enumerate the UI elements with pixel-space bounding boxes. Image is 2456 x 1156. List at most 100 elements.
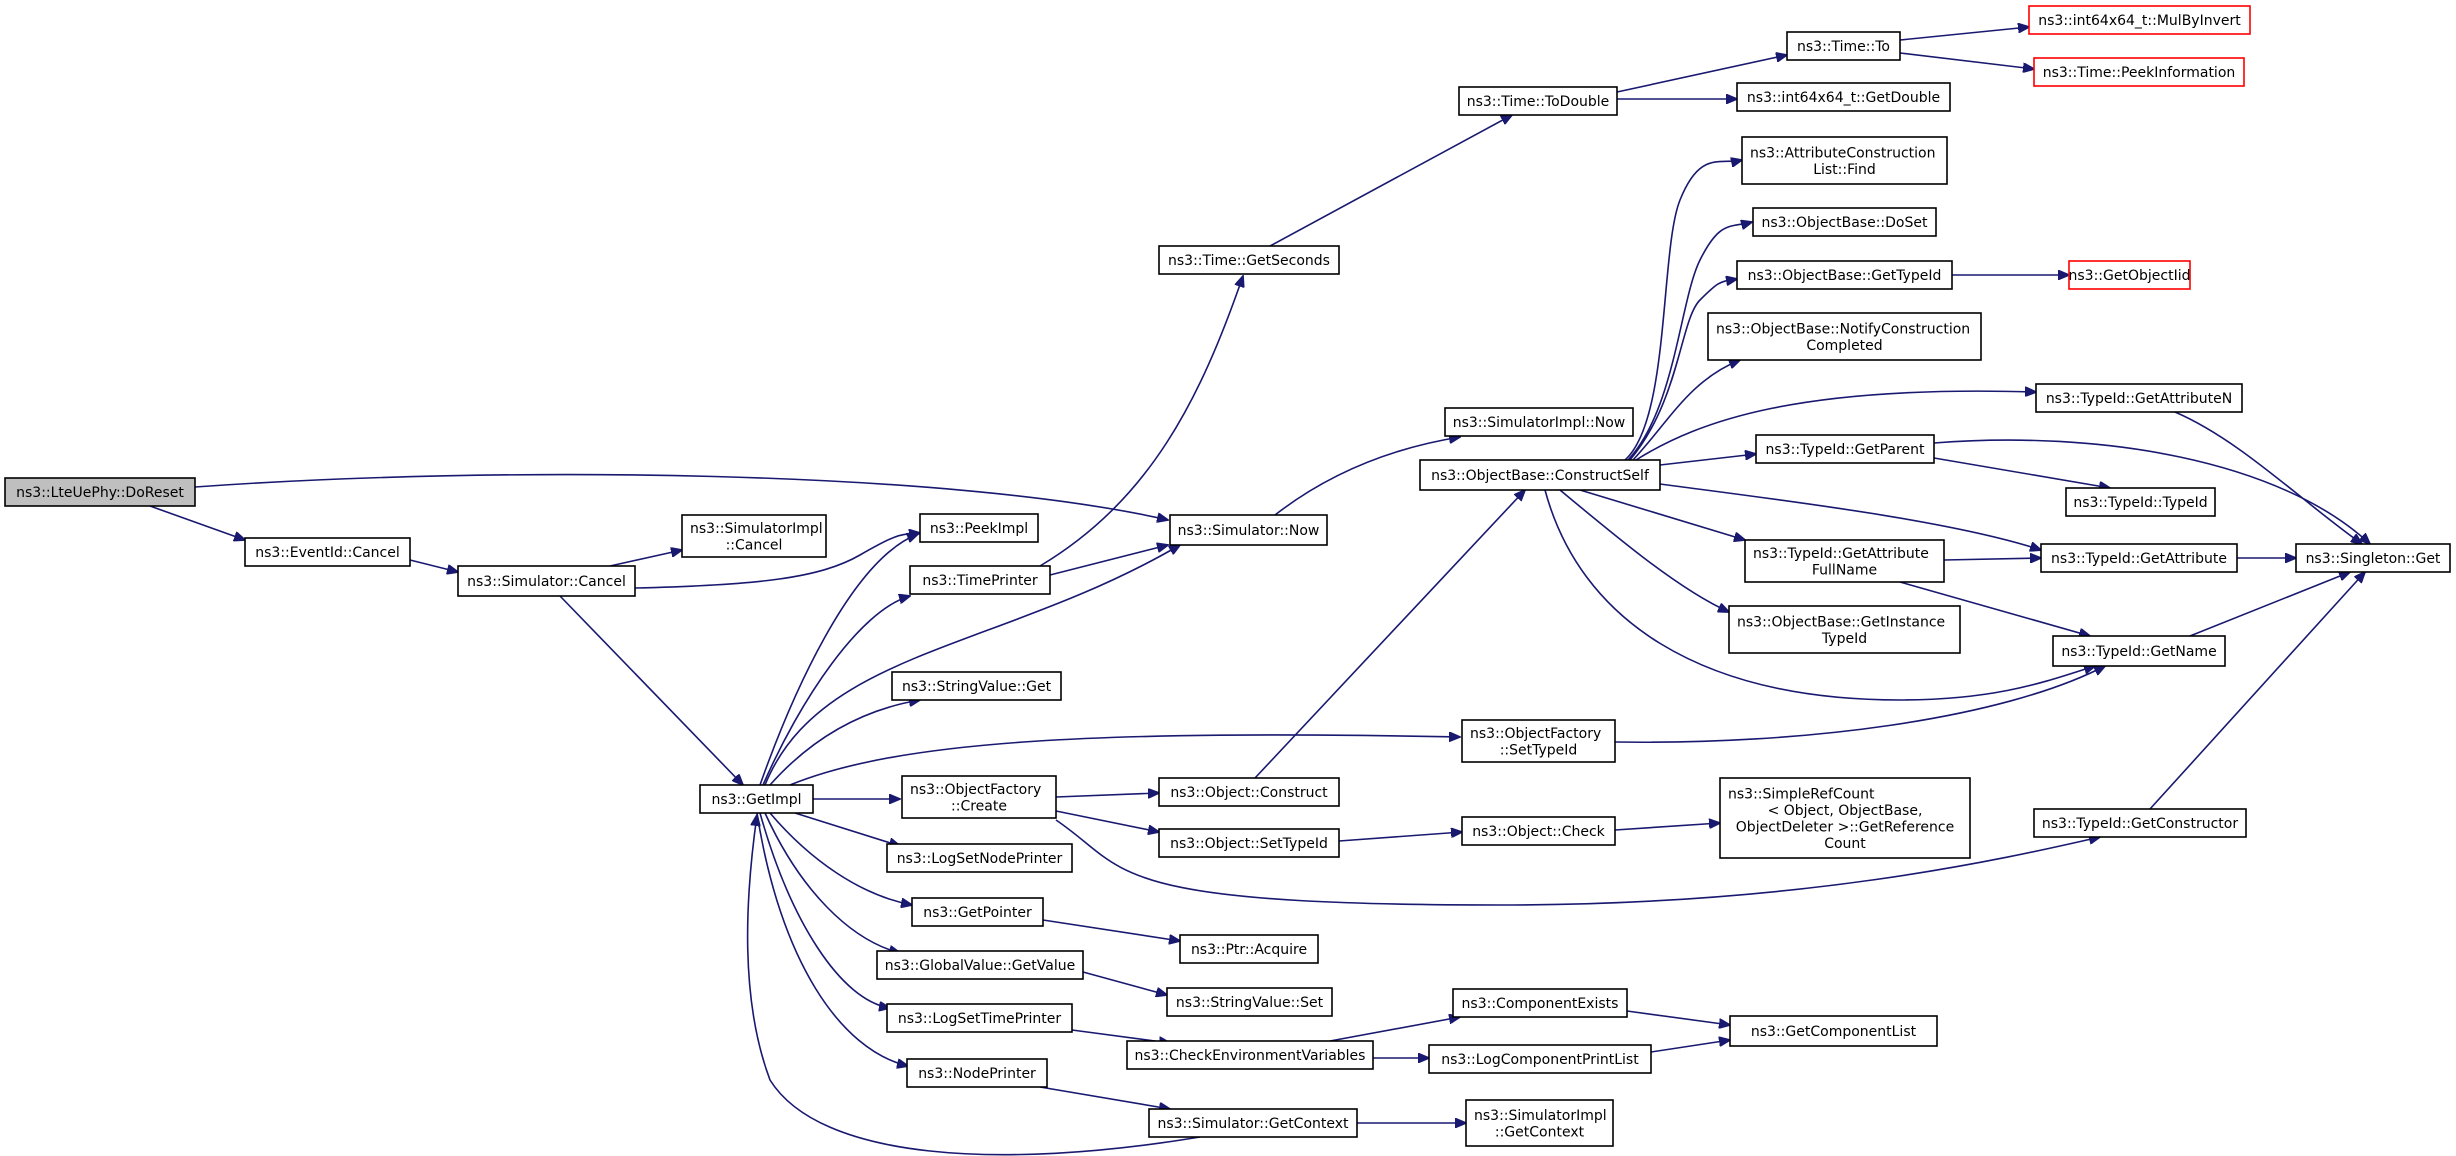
- node-simimpl-cancel[interactable]: ns3::SimulatorImpl::Cancel: [681, 514, 827, 558]
- node-mulbyinvert[interactable]: ns3::int64x64_t::MulByInvert: [2028, 5, 2251, 35]
- node-box: [1179, 934, 1319, 964]
- edge-arrow: [1269, 115, 1512, 247]
- node-box: [1452, 988, 1628, 1018]
- node-globalvalue-getvalue[interactable]: ns3::GlobalValue::GetValue: [876, 950, 1084, 980]
- node-typeid-getparent[interactable]: ns3::TypeId::GetParent: [1755, 434, 1935, 464]
- edge-arrow: [1933, 439, 2370, 544]
- node-peekinformation[interactable]: ns3::Time::PeekInformation: [2033, 57, 2245, 87]
- node-box: [1169, 514, 1328, 546]
- node-box: [2033, 57, 2245, 87]
- node-nodeprinter[interactable]: ns3::NodePrinter: [906, 1058, 1048, 1088]
- node-label: ns3::Object::Check: [1472, 824, 1605, 840]
- edge-arrow: [559, 595, 743, 785]
- edge-arrow: [759, 812, 890, 1008]
- edge-object_check-to-simplerefcount: [1614, 823, 1720, 831]
- node-box: [1728, 605, 1961, 654]
- node-objbase-gettypeid[interactable]: ns3::ObjectBase::GetTypeId: [1736, 260, 1953, 290]
- node-componentexists[interactable]: ns3::ComponentExists: [1452, 988, 1628, 1018]
- node-ptr-acquire[interactable]: ns3::Ptr::Acquire: [1179, 934, 1319, 964]
- node-label: ns3::LteUePhy::DoReset: [16, 485, 184, 501]
- node-getdouble[interactable]: ns3::int64x64_t::GetDouble: [1736, 82, 1951, 112]
- edge-arrow: [1943, 558, 2041, 560]
- node-objfactory-create[interactable]: ns3::ObjectFactory::Create: [901, 775, 1057, 819]
- node-box: [1786, 31, 1901, 61]
- node-logcomponentprintlist[interactable]: ns3::LogComponentPrintList: [1428, 1044, 1652, 1074]
- node-singleton-get[interactable]: ns3::Singleton::Get: [2295, 543, 2451, 573]
- node-sim-cancel[interactable]: ns3::Simulator::Cancel: [457, 565, 636, 597]
- node-logsettimeprinter[interactable]: ns3::LogSetTimePrinter: [886, 1003, 1073, 1033]
- edge-arrow: [759, 534, 918, 786]
- node-peekimpl[interactable]: ns3::PeekImpl: [919, 513, 1039, 543]
- edge-time_to-to-peekinformation: [1899, 52, 2034, 69]
- node-getpointer[interactable]: ns3::GetPointer: [911, 897, 1044, 927]
- node-checkenvvars[interactable]: ns3::CheckEnvironmentVariables: [1126, 1040, 1374, 1070]
- edge-objfactory_create-to-object_construct: [1055, 793, 1159, 797]
- node-time-todouble[interactable]: ns3::Time::ToDouble: [1458, 86, 1618, 116]
- edge-typeid_getname-to-singleton_get: [2189, 572, 2350, 637]
- node-label: ns3::TimePrinter: [922, 573, 1038, 589]
- node-layer: ns3::LteUePhy::DoResetns3::EventId::Canc…: [4, 5, 2451, 1147]
- node-object-settypeid[interactable]: ns3::Object::SetTypeId: [1158, 828, 1340, 858]
- node-box: [2295, 543, 2451, 573]
- node-stringvalue-get[interactable]: ns3::StringValue::Get: [891, 671, 1062, 701]
- node-label: ns3::LogComponentPrintList: [1441, 1052, 1639, 1068]
- node-sim-getcontext[interactable]: ns3::Simulator::GetContext: [1148, 1108, 1358, 1138]
- node-typeid-getattributen[interactable]: ns3::TypeId::GetAttributeN: [2035, 383, 2243, 413]
- node-label: ns3::TypeId::GetAttribute: [1753, 546, 1929, 562]
- node-time-to[interactable]: ns3::Time::To: [1786, 31, 1901, 61]
- node-typeid-typeid[interactable]: ns3::TypeId::TypeId: [2065, 487, 2216, 517]
- node-constructself[interactable]: ns3::ObjectBase::ConstructSelf: [1419, 459, 1661, 491]
- node-logsetnodeprinter[interactable]: ns3::LogSetNodePrinter: [886, 843, 1073, 873]
- node-label: ns3::Time::PeekInformation: [2043, 65, 2236, 81]
- node-objbase-doset[interactable]: ns3::ObjectBase::DoSet: [1752, 207, 1937, 237]
- node-box: [457, 565, 636, 597]
- edge-arrow: [1082, 971, 1167, 995]
- node-label: TypeId: [1821, 631, 1867, 647]
- edge-constructself-to-typeid_getname: [1544, 489, 2095, 701]
- node-box: [244, 537, 411, 567]
- node-eventid-cancel[interactable]: ns3::EventId::Cancel: [244, 537, 411, 567]
- node-objfactory-settypeid[interactable]: ns3::ObjectFactory::SetTypeId: [1461, 719, 1616, 763]
- node-sim-now[interactable]: ns3::Simulator::Now: [1169, 514, 1328, 546]
- node-simimpl-now[interactable]: ns3::SimulatorImpl::Now: [1444, 407, 1634, 437]
- node-typeid-getconstructor[interactable]: ns3::TypeId::GetConstructor: [2033, 808, 2247, 838]
- edge-arrow: [1055, 819, 2100, 906]
- node-object-construct[interactable]: ns3::Object::Construct: [1158, 777, 1340, 807]
- node-getobjectiid[interactable]: ns3::GetObjectIid: [2068, 260, 2191, 290]
- node-typeid-getname[interactable]: ns3::TypeId::GetName: [2052, 635, 2226, 667]
- node-label: ns3::SimpleRefCount: [1728, 786, 1875, 802]
- node-getcomponentlist[interactable]: ns3::GetComponentList: [1729, 1015, 1938, 1047]
- node-box: [1719, 777, 1971, 859]
- node-label: ns3::Simulator::GetContext: [1157, 1116, 1349, 1132]
- node-label: < Object, ObjectBase,: [1768, 803, 1923, 819]
- edge-nodeprinter-to-sim_getcontext: [1039, 1086, 1170, 1109]
- node-time-getseconds[interactable]: ns3::Time::GetSeconds: [1158, 245, 1340, 275]
- node-simimpl-getcontext[interactable]: ns3::SimulatorImpl::GetContext: [1465, 1099, 1614, 1147]
- node-stringvalue-set[interactable]: ns3::StringValue::Set: [1166, 987, 1333, 1017]
- node-label: ns3::ObjectBase::GetTypeId: [1748, 268, 1942, 284]
- node-label: ns3::GetImpl: [711, 792, 801, 808]
- node-label: ns3::PeekImpl: [930, 521, 1028, 537]
- edge-arrow: [1274, 437, 1460, 516]
- edge-arrow: [1933, 457, 2110, 488]
- node-simplerefcount[interactable]: ns3::SimpleRefCount< Object, ObjectBase,…: [1719, 777, 1971, 859]
- node-typeid-getattribute[interactable]: ns3::TypeId::GetAttribute: [2040, 543, 2238, 573]
- node-label: ::Create: [951, 798, 1007, 814]
- node-label: ns3::Time::ToDouble: [1467, 94, 1610, 110]
- node-box: [1444, 407, 1634, 437]
- edge-arrow: [1544, 489, 2095, 701]
- node-timeprinter[interactable]: ns3::TimePrinter: [909, 565, 1051, 595]
- node-label: ns3::ObjectBase::GetInstance: [1737, 614, 1945, 630]
- node-object-check[interactable]: ns3::Object::Check: [1461, 816, 1616, 846]
- edge-arrow: [1579, 489, 1745, 540]
- node-label: ns3::TypeId::GetConstructor: [2042, 816, 2238, 832]
- edge-arrow: [149, 505, 245, 540]
- node-label: ns3::Time::To: [1797, 39, 1890, 55]
- node-notifyconstruction[interactable]: ns3::ObjectBase::NotifyConstructionCompl…: [1707, 312, 1982, 361]
- edge-constructself-to-objbase_gettypeid: [1629, 279, 1737, 461]
- node-getimpl[interactable]: ns3::GetImpl: [699, 784, 814, 814]
- edge-arrow: [1039, 276, 1243, 567]
